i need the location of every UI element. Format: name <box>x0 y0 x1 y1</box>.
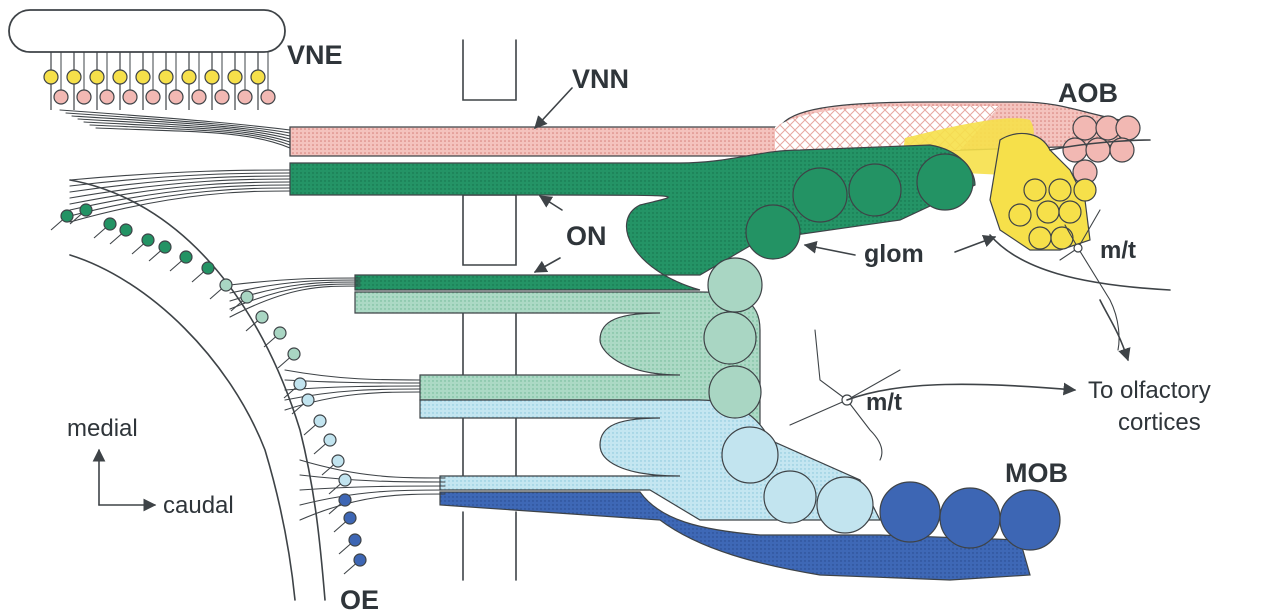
oe-neuron <box>332 455 344 467</box>
main-glomerulus <box>849 164 901 216</box>
mob-label: MOB <box>1005 458 1068 488</box>
main-glomerulus <box>940 488 1000 548</box>
oe-neuron <box>256 311 268 323</box>
to-olfactory-label-line1: To olfactory <box>1088 377 1211 404</box>
vne-neuron-yellow <box>90 70 104 84</box>
main-glomerulus <box>746 205 800 259</box>
oe-neuron <box>241 291 253 303</box>
oe-neuron <box>104 218 116 230</box>
vne-neuron-pink <box>238 90 252 104</box>
aob-label: AOB <box>1058 78 1118 108</box>
to-olfactory-label-line2: cortices <box>1118 409 1201 436</box>
aob-glomerulus-yellow <box>1037 201 1059 223</box>
vne-neuron-yellow <box>251 70 265 84</box>
axon-line <box>70 191 290 222</box>
vne-neuron-pink <box>146 90 160 104</box>
oe-neuron <box>220 279 232 291</box>
oe-label: OE <box>340 585 379 615</box>
axon-line <box>285 370 420 380</box>
vne-neuron-pink <box>123 90 137 104</box>
axon-line <box>300 475 445 482</box>
vne-neuron-pink <box>215 90 229 104</box>
main-glomerulus <box>880 482 940 542</box>
main-glomerulus <box>704 312 756 364</box>
aob-glomerulus-pink <box>1063 138 1087 162</box>
vomeronasal-epithelium <box>9 10 285 110</box>
vne-neuron-pink <box>192 90 206 104</box>
vne-neuron-pink <box>261 90 275 104</box>
vne-neuron-pink <box>100 90 114 104</box>
oe-neuron <box>354 554 366 566</box>
oe-neuron <box>80 204 92 216</box>
vne-neuron-yellow <box>182 70 196 84</box>
vne-label: VNE <box>287 40 343 70</box>
oe-neuron <box>120 224 132 236</box>
oe-neuron <box>339 474 351 486</box>
oe-neuron <box>142 234 154 246</box>
vne-neuron-pink <box>77 90 91 104</box>
oe-neuron <box>302 394 314 406</box>
oe-neuron <box>202 262 214 274</box>
oe-neuron <box>274 327 286 339</box>
aob-glomerulus-pink <box>1073 116 1097 140</box>
aob-glomerulus-yellow <box>1074 179 1096 201</box>
main-glomerulus <box>709 366 761 418</box>
main-glomerulus <box>817 477 873 533</box>
caudal-label: caudal <box>163 492 234 519</box>
main-glomerulus <box>764 471 816 523</box>
accessory-olfactory-bulb <box>990 116 1170 290</box>
mt-accessory-label: m/t <box>1100 237 1136 264</box>
oe-neuron <box>324 434 336 446</box>
vne-neuron-yellow <box>44 70 58 84</box>
aob-glomerulus-yellow <box>1009 204 1031 226</box>
oe-neuron <box>159 241 171 253</box>
mt-main-label: m/t <box>866 389 902 416</box>
vne-neuron-pink <box>54 90 68 104</box>
oe-neuron <box>314 415 326 427</box>
oe-neuron <box>349 534 361 546</box>
vne-neuron-yellow <box>136 70 150 84</box>
vne-neuron-pink <box>169 90 183 104</box>
mitral-tufted-cells <box>790 210 1128 460</box>
main-glomerulus <box>1000 490 1060 550</box>
vne-neuron-yellow <box>113 70 127 84</box>
axon-line <box>70 176 290 192</box>
axon-line <box>300 494 445 520</box>
glom-label: glom <box>864 240 924 268</box>
aob-glomerulus-yellow <box>1024 179 1046 201</box>
oe-neuron <box>180 251 192 263</box>
aob-glomerulus-yellow <box>1049 179 1071 201</box>
oe-neuron <box>344 512 356 524</box>
on-label: ON <box>566 221 607 251</box>
vne-neuron-yellow <box>159 70 173 84</box>
vne-neuron-yellow <box>67 70 81 84</box>
oe-neuron <box>288 348 300 360</box>
aob-glomerulus-yellow <box>1051 227 1073 249</box>
olfactory-epithelium <box>51 180 366 600</box>
main-glomerulus <box>793 168 847 222</box>
main-glomerulus <box>722 427 778 483</box>
axon-line <box>300 486 445 490</box>
aob-glomerulus-pink <box>1116 116 1140 140</box>
vne-neuron-yellow <box>228 70 242 84</box>
oe-neuron <box>339 494 351 506</box>
axon-line <box>300 490 445 505</box>
axon-line <box>300 460 445 478</box>
vnn-label: VNN <box>572 64 629 94</box>
oe-neuron <box>61 210 73 222</box>
medial-label: medial <box>67 415 138 442</box>
aob-glomerulus-yellow <box>1059 201 1081 223</box>
axis-arrow-icon <box>99 450 155 505</box>
vne-neuron-yellow <box>205 70 219 84</box>
main-glomerulus <box>917 154 973 210</box>
axon-line <box>70 170 290 180</box>
aob-glomerulus-yellow <box>1029 227 1051 249</box>
main-glomerulus <box>708 258 762 312</box>
oe-neuron <box>294 378 306 390</box>
